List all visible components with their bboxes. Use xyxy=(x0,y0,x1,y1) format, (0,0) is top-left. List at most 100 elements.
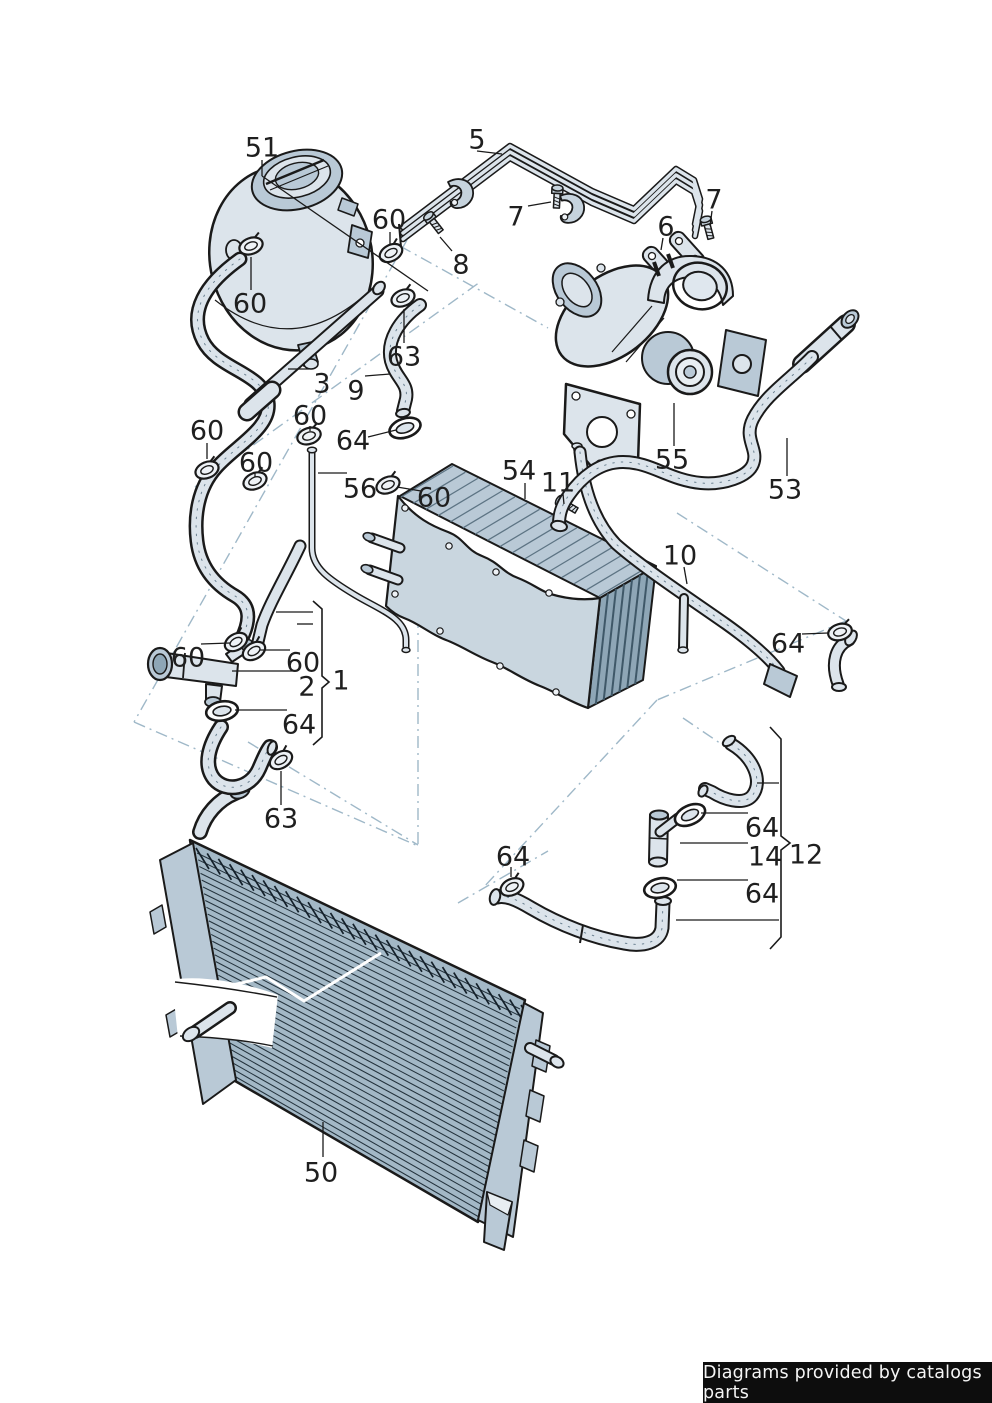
callout-63-top[interactable]: 63 xyxy=(387,342,421,373)
callout-11[interactable]: 11 xyxy=(541,468,575,499)
callout-1[interactable]: 1 xyxy=(332,666,349,697)
oil-cooler xyxy=(360,463,657,710)
radiator xyxy=(149,838,565,1251)
hose-3 xyxy=(188,251,386,648)
turbo-inlet-elbow xyxy=(647,254,734,306)
cooler-fin-line xyxy=(573,552,627,585)
cooler-side-fin-line xyxy=(618,579,633,693)
radiator-fin-line xyxy=(203,893,513,1048)
callout-64-tee[interactable]: 64 xyxy=(282,710,316,741)
callout-2[interactable]: 2 xyxy=(298,672,315,703)
callout-60-t2[interactable]: 60 xyxy=(286,648,320,679)
callout-64-12a[interactable]: 64 xyxy=(745,813,779,844)
radiator-fin-tick xyxy=(441,966,457,989)
radiator-fin-line xyxy=(233,1062,482,1205)
callout-60-tank[interactable]: 60 xyxy=(233,289,267,320)
callout-7-right[interactable]: 7 xyxy=(705,185,722,216)
callout-60-cooler[interactable]: 60 xyxy=(417,483,451,514)
radiator-fin-tick xyxy=(374,934,390,957)
cooler-fin-line xyxy=(549,539,602,572)
reference-line xyxy=(133,239,408,723)
callout-5[interactable]: 5 xyxy=(468,125,485,156)
radiator-fin-tick xyxy=(217,858,233,881)
radiator-bracket-tab xyxy=(149,904,167,935)
clamp-60 xyxy=(372,470,404,499)
cooler-fin-line xyxy=(450,490,503,523)
leader-7-left xyxy=(527,201,552,207)
radiator-fin-tick xyxy=(475,982,490,1005)
callout-53[interactable]: 53 xyxy=(768,475,802,506)
radiator-fin-tick xyxy=(453,972,468,994)
cooler-side-fin-line xyxy=(602,588,617,701)
radiator-fin-line xyxy=(234,1069,481,1212)
callout-6[interactable]: 6 xyxy=(657,212,674,243)
pipe-56 xyxy=(306,446,411,654)
callout-64-rad[interactable]: 64 xyxy=(496,842,530,873)
callout-51[interactable]: 51 xyxy=(245,133,279,164)
callout-64-pipe10[interactable]: 64 xyxy=(771,629,805,660)
radiator-fin-tick xyxy=(307,901,322,924)
callout-60-left2[interactable]: 60 xyxy=(239,448,273,479)
callout-56[interactable]: 56 xyxy=(343,474,377,505)
leader-64-seal9 xyxy=(367,429,397,438)
callout-9[interactable]: 9 xyxy=(347,376,364,407)
leader-5 xyxy=(476,150,503,155)
callout-64-seal9[interactable]: 64 xyxy=(336,426,370,457)
callout-7-left[interactable]: 7 xyxy=(507,202,524,233)
radiator-fin-line xyxy=(209,927,507,1079)
radiator-fin-line xyxy=(212,940,505,1092)
cooler-fin-line xyxy=(536,533,590,566)
callout-60-left1[interactable]: 60 xyxy=(190,416,224,447)
radiator-fin-tick xyxy=(240,869,255,892)
leader-64-pipe10 xyxy=(801,632,829,635)
cooler-side-fin-line xyxy=(594,593,609,705)
callout-3[interactable]: 3 xyxy=(313,369,330,400)
callout-64-12b[interactable]: 64 xyxy=(745,879,779,910)
bracket-group-12 xyxy=(769,726,792,950)
radiator-fin-tick xyxy=(385,939,401,962)
leader-7-right xyxy=(709,210,713,227)
footer-credit-text: Diagrams provided by catalogs parts xyxy=(703,1362,982,1403)
radiator-fin-line xyxy=(228,1035,487,1180)
radiator-fin-tick xyxy=(228,863,244,886)
callout-60-t1[interactable]: 60 xyxy=(171,643,205,674)
callout-50[interactable]: 50 xyxy=(304,1158,338,1189)
hose-group-12 xyxy=(488,734,764,952)
bracket-group-1 xyxy=(312,600,331,746)
radiator-fin-line xyxy=(227,1029,488,1174)
callout-54[interactable]: 54 xyxy=(502,456,536,487)
callout-8[interactable]: 8 xyxy=(452,250,469,281)
radiator-fin-tick xyxy=(363,928,378,951)
coolant-pipes-5 xyxy=(398,142,704,248)
callout-63-bottom[interactable]: 63 xyxy=(264,804,298,835)
tee-connector-2-group xyxy=(146,539,307,796)
radiator-fin-tick xyxy=(497,993,513,1016)
cooler-fin-line xyxy=(524,527,578,560)
pipe-10-connector xyxy=(763,663,798,698)
pipe-10 xyxy=(571,442,858,698)
callout-12[interactable]: 12 xyxy=(789,840,823,871)
reference-line xyxy=(482,699,658,889)
cooler-side-fin-line xyxy=(634,570,649,685)
cooler-fin-line xyxy=(413,471,466,504)
footer-bar: Diagrams provided by catalogs parts xyxy=(703,1362,992,1403)
radiator-fin-line xyxy=(202,886,515,1041)
hose-53 xyxy=(550,309,860,533)
callout-60-pipe[interactable]: 60 xyxy=(372,205,406,236)
leader-8 xyxy=(439,236,453,252)
callout-60-pipe56[interactable]: 60 xyxy=(293,401,327,432)
bolt-7-right xyxy=(698,214,717,241)
radiator-fin-tick xyxy=(262,880,277,902)
cooler-fin-line xyxy=(400,465,454,498)
callout-14[interactable]: 14 xyxy=(748,842,782,873)
cooler-fin-line xyxy=(561,545,615,578)
callout-55[interactable]: 55 xyxy=(655,445,689,476)
cooler-fin-line xyxy=(487,508,540,541)
radiator-fin-line xyxy=(205,900,512,1054)
radiator-fin-tick xyxy=(464,977,479,1000)
radiator-fin-tick xyxy=(430,961,446,984)
cooler-fin-line xyxy=(474,502,528,535)
callout-10[interactable]: 10 xyxy=(663,541,697,572)
radiator-fin-tick xyxy=(486,988,502,1011)
